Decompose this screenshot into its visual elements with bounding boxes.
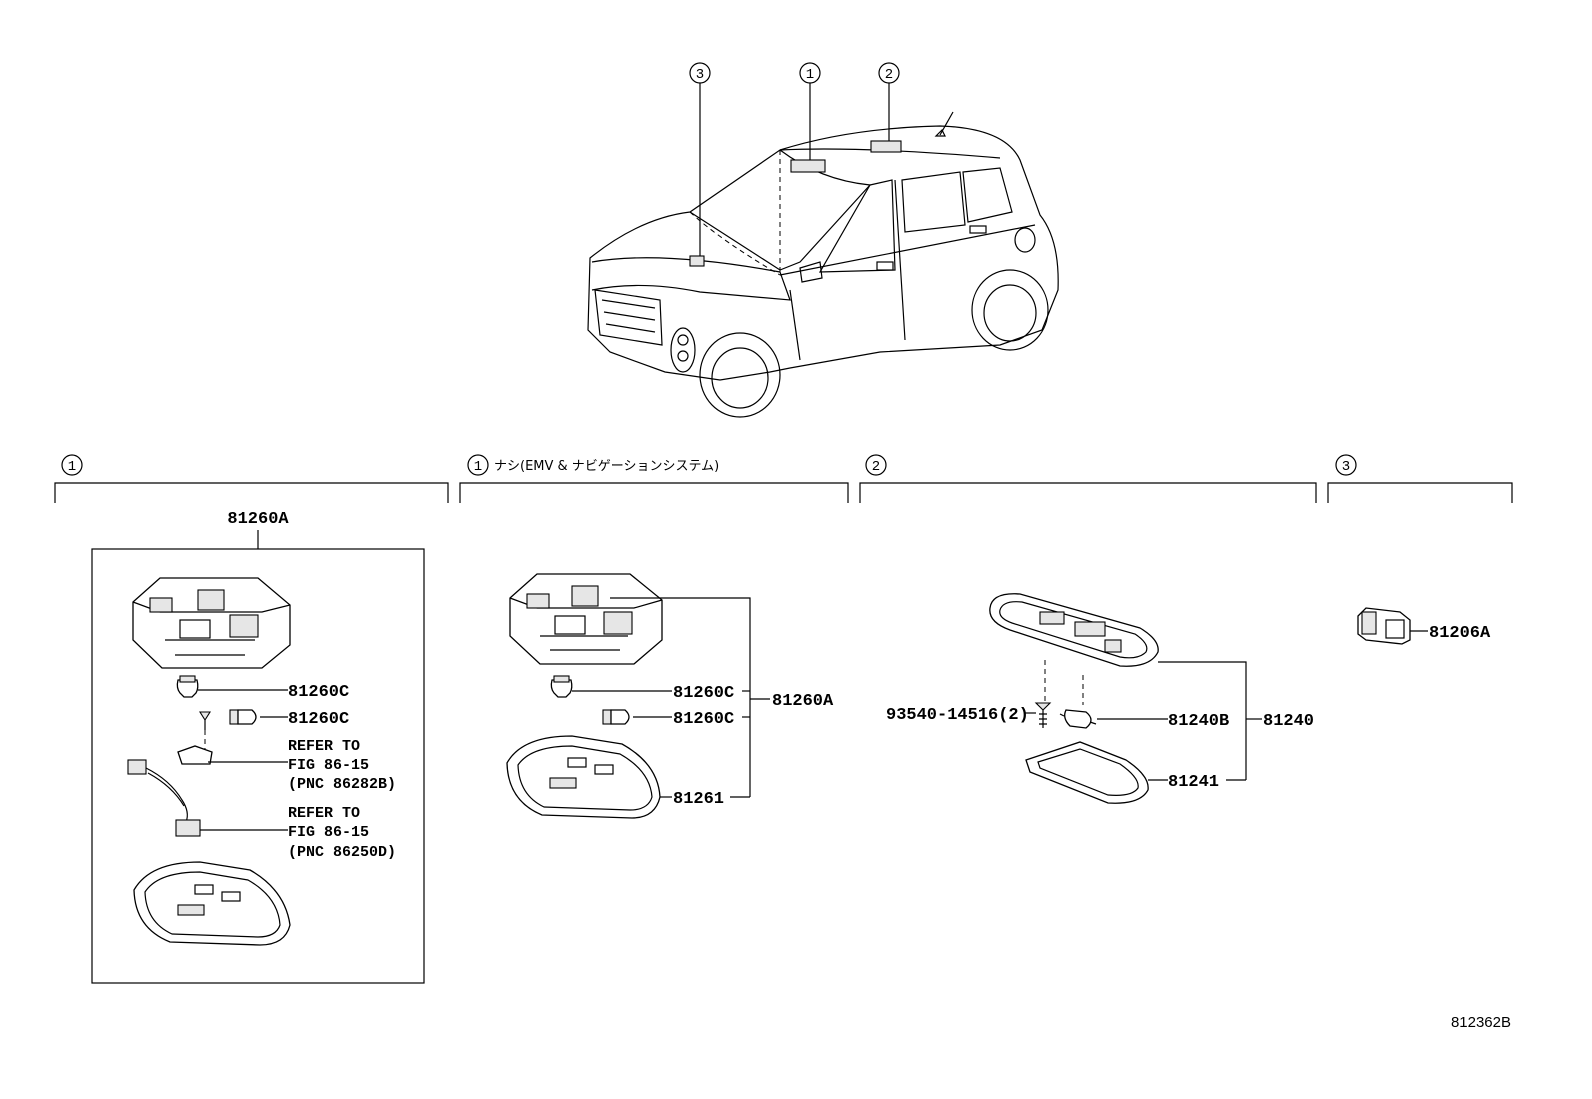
section-4-parts: 81206A <box>1357 607 1491 645</box>
callout-1-label: 1 <box>806 67 814 83</box>
switch-icon <box>1357 607 1411 645</box>
refer-1-line-3: (PNC 86282B) <box>288 776 396 793</box>
part-81241-label: 81241 <box>1168 773 1219 792</box>
section-3-bracket <box>859 482 1317 503</box>
section-2-bracket <box>459 482 849 503</box>
bulb-icon <box>602 709 630 725</box>
refer-2-line-3: (PNC 86250D) <box>288 844 396 861</box>
screw-icon <box>1034 702 1052 728</box>
part-81240-label: 81240 <box>1263 712 1314 731</box>
dome-lamp-lens-icon <box>1025 741 1149 804</box>
vehicle-illustration <box>587 111 1059 418</box>
part-81260C-label-a: 81260C <box>288 683 349 702</box>
part-81260A-label-2: 81260A <box>772 692 834 711</box>
refer-2-line-1: REFER TO <box>288 805 360 822</box>
callout-3-label: 3 <box>696 67 704 83</box>
section-2-parts: 81260A 81260C 81260C 81261 <box>506 573 834 819</box>
bulb-icon <box>229 709 257 725</box>
part-81261-label: 81261 <box>673 790 724 809</box>
section-1-marker-circle <box>61 454 83 476</box>
screw-icon <box>199 711 211 730</box>
figure-id: 812362B <box>1451 1014 1511 1031</box>
dome-lamp-housing <box>989 593 1159 667</box>
section-2-marker-circle <box>467 454 489 476</box>
section-2-marker: 1 <box>474 459 482 475</box>
section-1-parts: 81260A 81260C 81260C <box>91 510 425 984</box>
vehicle-callouts: 3 1 2 <box>689 62 900 256</box>
section-3-marker: 2 <box>872 459 880 475</box>
refer-2-line-2: FIG 86-15 <box>288 824 369 841</box>
section-1-marker: 1 <box>68 459 76 475</box>
section-4-marker-circle <box>1335 454 1357 476</box>
assembly-box <box>91 548 425 984</box>
bracket-icon <box>177 745 213 765</box>
part-81260C-label-b: 81260C <box>288 710 349 729</box>
part-81260C-label-c: 81260C <box>673 684 734 703</box>
part-81206A-label: 81206A <box>1429 624 1491 643</box>
bulb-icon <box>550 675 573 698</box>
lamp-housing <box>509 573 663 665</box>
refer-1-line-1: REFER TO <box>288 738 360 755</box>
callout-2-label: 2 <box>885 67 893 83</box>
section-2-note: ナシ(EMV & ナビゲーションシステム) <box>494 459 719 474</box>
part-81240B-label: 81240B <box>1168 712 1229 731</box>
lamp-housing <box>132 577 291 669</box>
section-4-bracket <box>1327 482 1513 503</box>
refer-1-line-2: FIG 86-15 <box>288 757 369 774</box>
lamp-lens-icon <box>506 735 661 819</box>
section-4-marker: 3 <box>1342 459 1350 475</box>
lamp-lens-icon <box>133 861 291 946</box>
wire-harness-icon <box>127 759 201 837</box>
section-1-bracket <box>54 482 449 503</box>
section-headers: 1 1 ナシ(EMV & ナビゲーションシステム) 2 3 <box>54 454 1513 503</box>
part-81260A-label: 81260A <box>227 510 289 529</box>
section-3-parts: 81240 93540-14516(2) 81240B 81241 <box>886 593 1314 804</box>
festoon-bulb-icon <box>1059 709 1097 729</box>
bulb-icon <box>176 675 199 698</box>
part-81260C-label-d: 81260C <box>673 710 734 729</box>
part-93540-14516-label: 93540-14516(2) <box>886 706 1029 725</box>
section-3-marker-circle <box>865 454 887 476</box>
